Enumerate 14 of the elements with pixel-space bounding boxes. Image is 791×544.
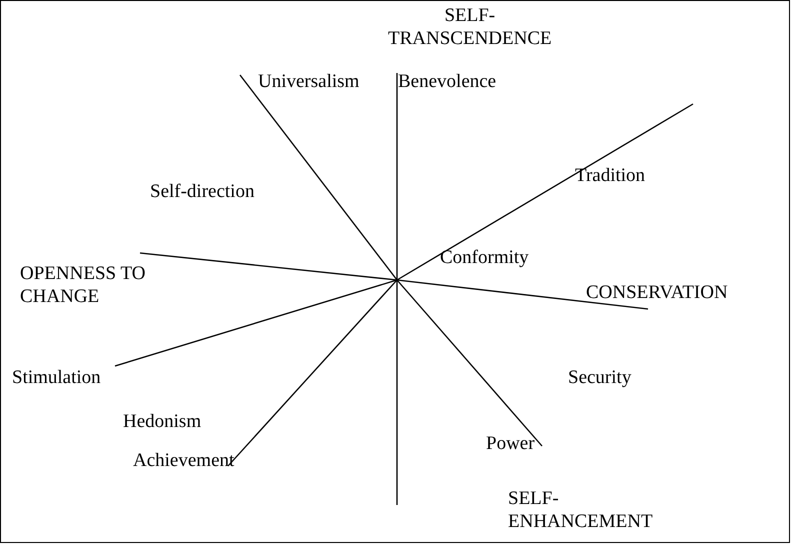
value-label: Universalism [258,70,360,93]
value-label: Hedonism [123,410,202,433]
value-label: Achievement [133,449,234,472]
value-label: SELF-ENHANCEMENT [508,487,653,533]
value-label: Self-direction [150,180,254,203]
value-label: Benevolence [398,70,496,93]
value-label: Tradition [575,164,646,187]
value-label: OPENNESS TO CHANGE [20,262,146,308]
value-label: Security [568,366,632,389]
value-label: CONSERVATION [586,281,728,304]
value-label: Conformity [440,246,529,269]
value-label: Power [486,432,535,455]
value-label: SELF-TRANSCENDENCE [388,4,552,50]
value-label: Stimulation [12,366,101,389]
